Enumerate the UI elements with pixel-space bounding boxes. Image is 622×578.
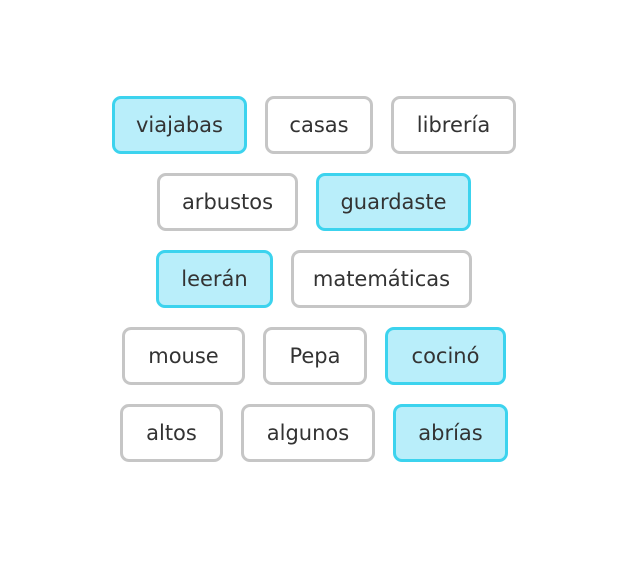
word-tile-pepa[interactable]: Pepa — [263, 327, 367, 385]
word-tile-algunos[interactable]: algunos — [241, 404, 375, 462]
word-tile-libreria[interactable]: librería — [391, 96, 516, 154]
word-tile-viajabas[interactable]: viajabas — [112, 96, 247, 154]
word-tile-casas[interactable]: casas — [265, 96, 373, 154]
word-tile-arbustos[interactable]: arbustos — [157, 173, 298, 231]
word-tile-mouse[interactable]: mouse — [122, 327, 245, 385]
word-tile-guardaste[interactable]: guardaste — [316, 173, 471, 231]
word-tile-matematicas[interactable]: matemáticas — [291, 250, 472, 308]
word-tile-altos[interactable]: altos — [120, 404, 223, 462]
word-tile-leeran[interactable]: leerán — [156, 250, 273, 308]
word-tile-abrias[interactable]: abrías — [393, 404, 508, 462]
word-tile-cocino[interactable]: cocinó — [385, 327, 506, 385]
